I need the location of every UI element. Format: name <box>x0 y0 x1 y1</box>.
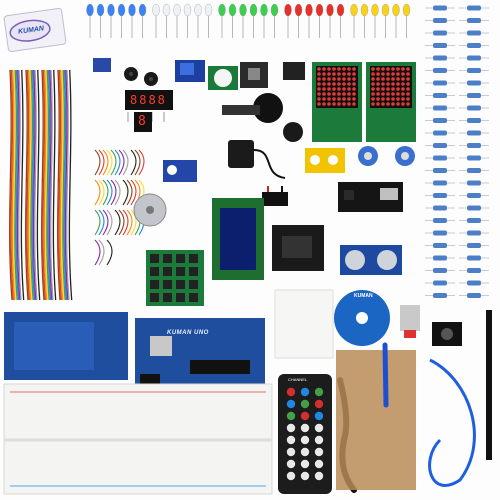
jumper-wire-bundles <box>9 69 145 301</box>
usb-cable <box>428 358 476 487</box>
led-row <box>86 3 411 38</box>
small-motor <box>400 305 420 338</box>
large-breadboard <box>3 383 273 495</box>
cd-brand-label: KUMAN <box>354 293 373 299</box>
uno-board <box>135 318 265 390</box>
power-adapter <box>228 140 286 179</box>
seven-segment-display-1digit <box>134 112 152 132</box>
pin-headers <box>486 310 492 460</box>
breadboard-power-module <box>338 182 403 212</box>
potentiometers <box>358 146 415 166</box>
prototype-shield <box>4 312 128 380</box>
acrylic-plate <box>336 350 416 490</box>
board-brand-label: KUMAN UNO <box>167 330 209 336</box>
driver-board <box>272 225 324 271</box>
ultrasonic-sensor <box>340 245 402 275</box>
keypad-module <box>146 250 204 306</box>
software-cd <box>334 290 390 346</box>
ir-remote <box>278 374 332 494</box>
seven-segment-4-text: 8888 <box>130 93 167 107</box>
kit-box <box>3 8 67 52</box>
battery-clip <box>262 186 288 206</box>
seven-segment-1-text: 8 <box>138 114 146 129</box>
led-matrix-right <box>366 62 416 142</box>
lcd-display <box>212 198 264 280</box>
joystick-module <box>432 322 462 346</box>
servo-motor <box>163 160 197 182</box>
small-modules <box>93 58 305 142</box>
buzzers <box>124 67 158 86</box>
stepper-motor <box>133 193 167 227</box>
yellow-key-module <box>305 148 345 173</box>
led-matrix-left <box>312 62 362 142</box>
resistor-grid <box>425 5 489 298</box>
remote-channel-label: CHANNEL <box>288 377 308 382</box>
screwdriver <box>382 342 389 408</box>
mini-breadboard <box>274 289 334 359</box>
